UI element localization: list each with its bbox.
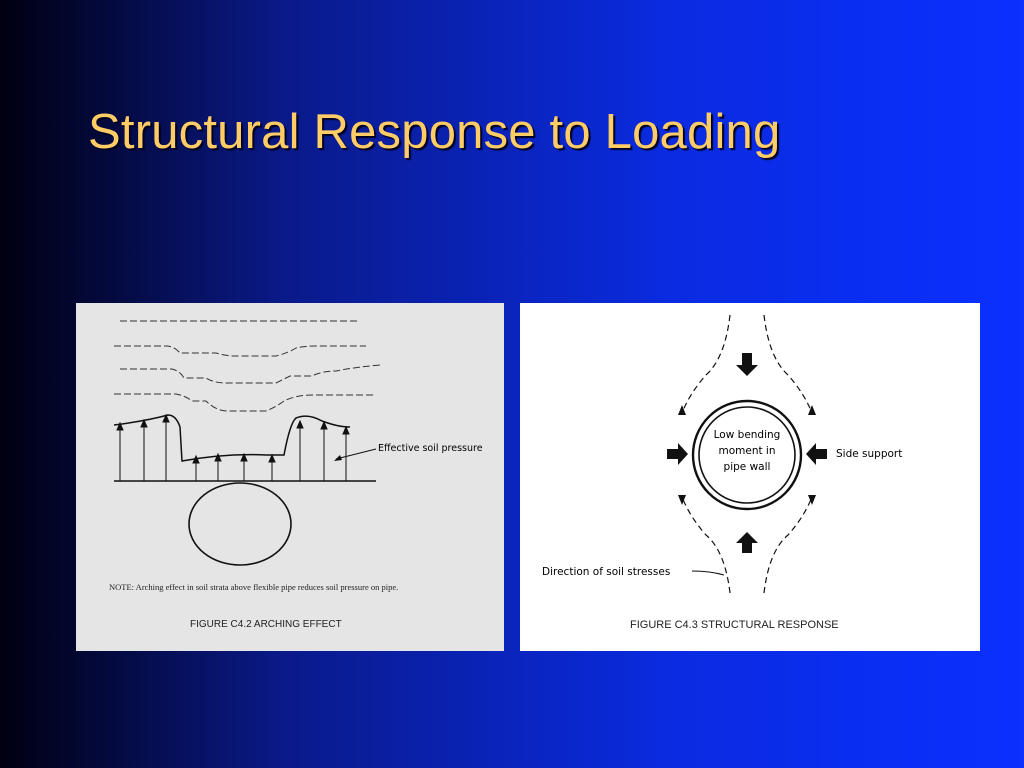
structural-response-diagram: Low bending moment in pipe wall Side sup…	[542, 314, 902, 631]
bottom-load-arrow	[736, 532, 758, 553]
stratum-line-1	[114, 345, 366, 357]
pipe-inner-wall	[698, 406, 796, 504]
effective-soil-pressure-label: Effective soil pressure	[378, 443, 483, 454]
soil-stress-flow-lines	[681, 314, 813, 594]
flexible-pipe	[188, 482, 292, 566]
direction-of-soil-stresses-label: Direction of soil stresses	[542, 566, 670, 578]
right-side-support-arrow	[806, 443, 827, 465]
pressure-leader-arrowhead	[334, 455, 342, 461]
pressure-envelope	[113, 414, 351, 462]
slide-title: Structural Response to Loading	[88, 105, 781, 159]
pipe-outer-wall	[691, 399, 803, 511]
pipe-text-line2: moment in	[718, 445, 775, 457]
figure-c43-caption: FIGURE C4.3 STRUCTURAL RESPONSE	[630, 619, 839, 631]
figure-c42-caption: FIGURE C4.2 ARCHING EFFECT	[190, 619, 342, 630]
pipe-text-line3: pipe wall	[724, 461, 771, 473]
arching-effect-figure: Effective soil pressure NOTE: Arching ef…	[76, 303, 504, 651]
stratum-line-2	[120, 364, 381, 384]
top-load-arrow	[736, 353, 758, 376]
arching-effect-diagram: Effective soil pressure NOTE: Arching ef…	[109, 320, 483, 630]
stratum-line-3	[114, 393, 374, 412]
soil-strata-lines	[114, 320, 381, 412]
arching-note: NOTE: Arching effect in soil strata abov…	[109, 582, 398, 592]
side-support-label: Side support	[836, 448, 902, 460]
left-load-arrow	[667, 443, 688, 465]
pipe-text-line1: Low bending	[714, 429, 781, 441]
pressure-arrows	[116, 413, 350, 481]
stress-flow-arrowheads	[678, 405, 816, 505]
direction-leader-line	[691, 570, 725, 576]
load-arrows	[667, 353, 827, 553]
structural-response-figure: Low bending moment in pipe wall Side sup…	[520, 303, 980, 651]
pressure-leader-line	[335, 448, 377, 460]
